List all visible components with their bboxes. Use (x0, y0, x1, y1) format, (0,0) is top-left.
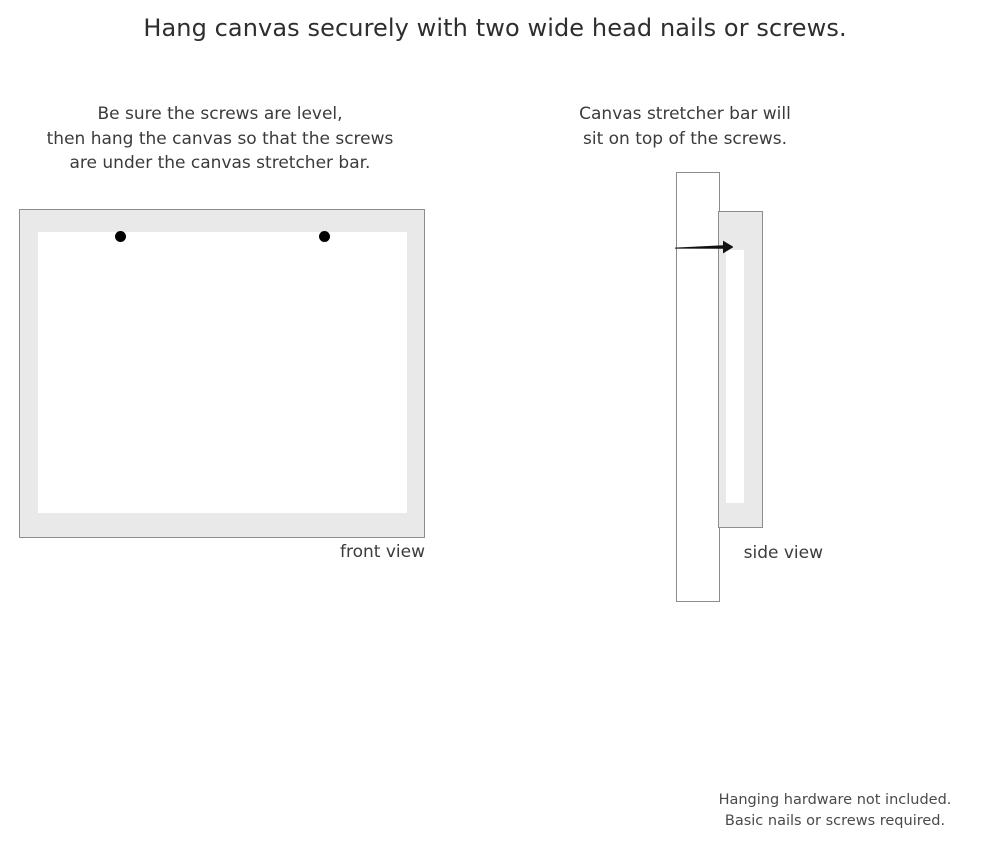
side-view-diagram (675, 172, 816, 604)
screw-dot-right (319, 231, 330, 242)
front-view-diagram (19, 209, 425, 538)
front-view-label: front view (340, 542, 425, 562)
side-view-caption: Canvas stretcher bar will sit on top of … (540, 102, 830, 151)
nail-icon (675, 240, 733, 254)
side-view-label: side view (743, 543, 823, 563)
front-caption-line-1: Be sure the screws are level, (97, 104, 343, 124)
front-caption-line-3: are under the canvas stretcher bar. (69, 153, 371, 173)
screw-dot-left (115, 231, 126, 242)
stretcher-bar-gap-shape (726, 250, 744, 503)
wall-profile-shape (676, 172, 720, 602)
side-caption-line-1: Canvas stretcher bar will (579, 104, 791, 124)
canvas-surface-shape (38, 232, 407, 513)
side-caption-line-2: sit on top of the screws. (582, 128, 788, 149)
footer-line-1: Hanging hardware not included. (718, 792, 952, 808)
front-caption-line-2: then hang the canvas so that the screws (46, 128, 394, 149)
front-view-caption: Be sure the screws are level, then hang … (0, 102, 440, 176)
page-title: Hang canvas securely with two wide head … (143, 14, 847, 42)
footer-note: Hanging hardware not included. Basic nai… (690, 790, 980, 832)
footer-line-2: Basic nails or screws required. (724, 813, 946, 829)
